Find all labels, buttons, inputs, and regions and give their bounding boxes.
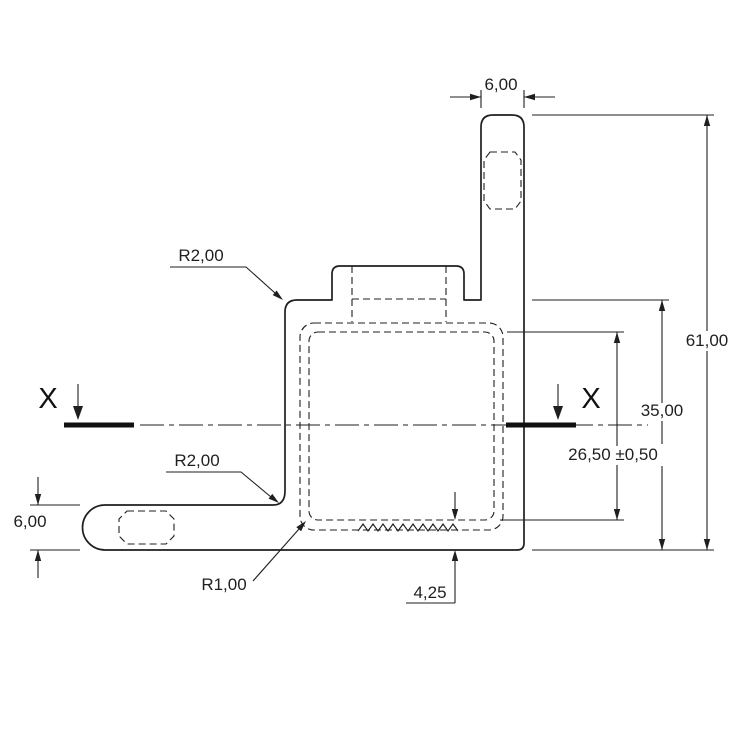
section-arrow-right-head bbox=[553, 406, 563, 420]
radius-fillet-callout: R2,00 bbox=[166, 451, 279, 503]
dim-body-label: 35,00 bbox=[641, 401, 684, 420]
top-arm-hidden-pocket bbox=[483, 151, 522, 210]
dim-bottom-wall-stems bbox=[406, 492, 456, 604]
dim-overall-height: 61,00 bbox=[532, 114, 729, 551]
radius-top-callout: R2,00 bbox=[170, 246, 283, 300]
cavity-hidden-inner bbox=[308, 331, 495, 521]
section-label-right: X bbox=[581, 383, 600, 415]
dim-arm-arrow-bottom bbox=[34, 550, 42, 561]
dim-top-width-arrow-left bbox=[470, 93, 481, 101]
dim-overall-arrow-bottom bbox=[703, 539, 711, 550]
dim-top-width: 6,00 bbox=[450, 75, 555, 108]
section-indicator: X X bbox=[38, 383, 601, 428]
radius-cavity-arrowhead bbox=[296, 521, 306, 532]
serration-marks bbox=[357, 523, 459, 532]
cavity-hidden-outer bbox=[299, 322, 504, 531]
dim-bottom-wall-label: 4,25 bbox=[413, 583, 446, 602]
radius-top-label: R2,00 bbox=[178, 246, 223, 265]
section-label-left: X bbox=[38, 383, 57, 415]
radius-cavity-label: R1,00 bbox=[201, 575, 246, 594]
dim-bottom-wall-arrow-up bbox=[451, 550, 459, 561]
dim-overall-extensions bbox=[532, 114, 714, 551]
dim-top-width-arrow-right bbox=[524, 93, 535, 101]
dim-arm-arrow-top bbox=[34, 494, 42, 505]
dim-top-width-label: 6,00 bbox=[484, 75, 517, 94]
radius-fillet-leader bbox=[166, 471, 272, 498]
radius-fillet-label: R2,00 bbox=[174, 451, 219, 470]
section-arrow-left-head bbox=[73, 406, 83, 420]
dim-body-arrow-top bbox=[658, 300, 666, 311]
dim-overall-arrow-top bbox=[703, 115, 711, 126]
bump-hidden-lines bbox=[351, 266, 447, 322]
radius-top-leader bbox=[170, 266, 276, 294]
dim-top-width-extensions bbox=[480, 90, 525, 108]
dim-arm-label: 6,00 bbox=[13, 512, 46, 531]
dim-cavity-extensions bbox=[500, 331, 624, 521]
part-outline bbox=[81, 114, 525, 551]
radius-cavity-callout: R1,00 bbox=[201, 521, 306, 594]
dim-bottom-wall-arrow-down bbox=[451, 509, 459, 520]
dim-cavity-arrow-top bbox=[613, 332, 621, 343]
dim-cavity-arrow-bottom bbox=[613, 509, 621, 520]
radius-top-arrowhead bbox=[272, 290, 283, 300]
part-view bbox=[81, 114, 648, 551]
dim-cavity-label: 26,50 ±0,50 bbox=[568, 445, 658, 464]
dim-arm-thickness: 6,00 bbox=[13, 477, 80, 578]
dim-bottom-wall: 4,25 bbox=[406, 492, 459, 604]
dim-cavity-height: 26,50 ±0,50 bbox=[500, 331, 658, 521]
radius-fillet-arrowhead bbox=[268, 493, 279, 503]
dim-body-arrow-bottom bbox=[658, 539, 666, 550]
left-arm-hidden-pocket bbox=[118, 510, 175, 545]
radius-cavity-leader bbox=[252, 528, 300, 582]
dim-overall-label: 61,00 bbox=[686, 331, 729, 350]
dim-body-height: 35,00 bbox=[532, 299, 684, 550]
